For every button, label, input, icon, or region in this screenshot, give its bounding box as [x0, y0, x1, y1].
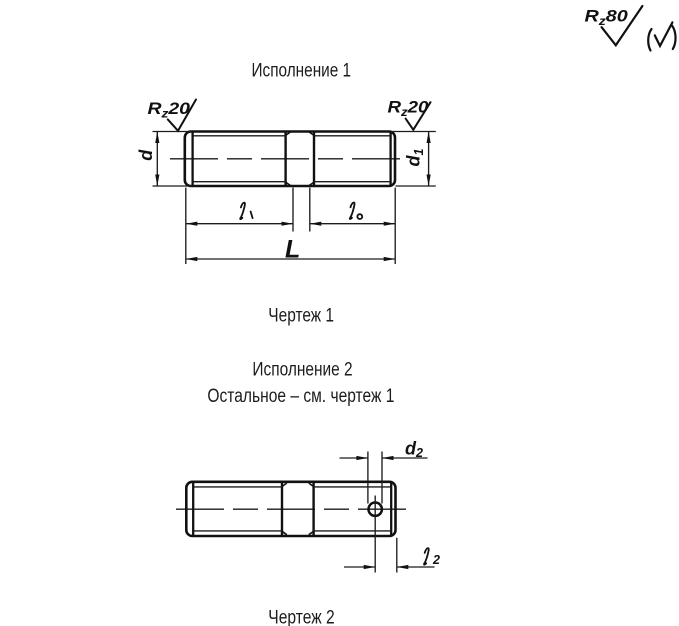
- svg-text:d1: d1: [404, 149, 427, 167]
- svg-text:Остальное – см. чертеж 1: Остальное – см. чертеж 1: [207, 386, 394, 407]
- svg-text:d: d: [136, 149, 156, 161]
- svg-text:Rz20: Rz20: [148, 99, 191, 121]
- svg-text:Исполнение 1: Исполнение 1: [252, 61, 352, 82]
- svg-text:d2: d2: [405, 439, 423, 461]
- svg-text:Исполнение 2: Исполнение 2: [252, 360, 352, 381]
- svg-text:Чертеж 1: Чертеж 1: [268, 306, 334, 327]
- svg-text:L: L: [285, 236, 300, 264]
- svg-text:Чертеж 2: Чертеж 2: [268, 608, 334, 626]
- svg-text:Rz20: Rz20: [388, 98, 430, 120]
- svg-text:2: 2: [432, 553, 440, 567]
